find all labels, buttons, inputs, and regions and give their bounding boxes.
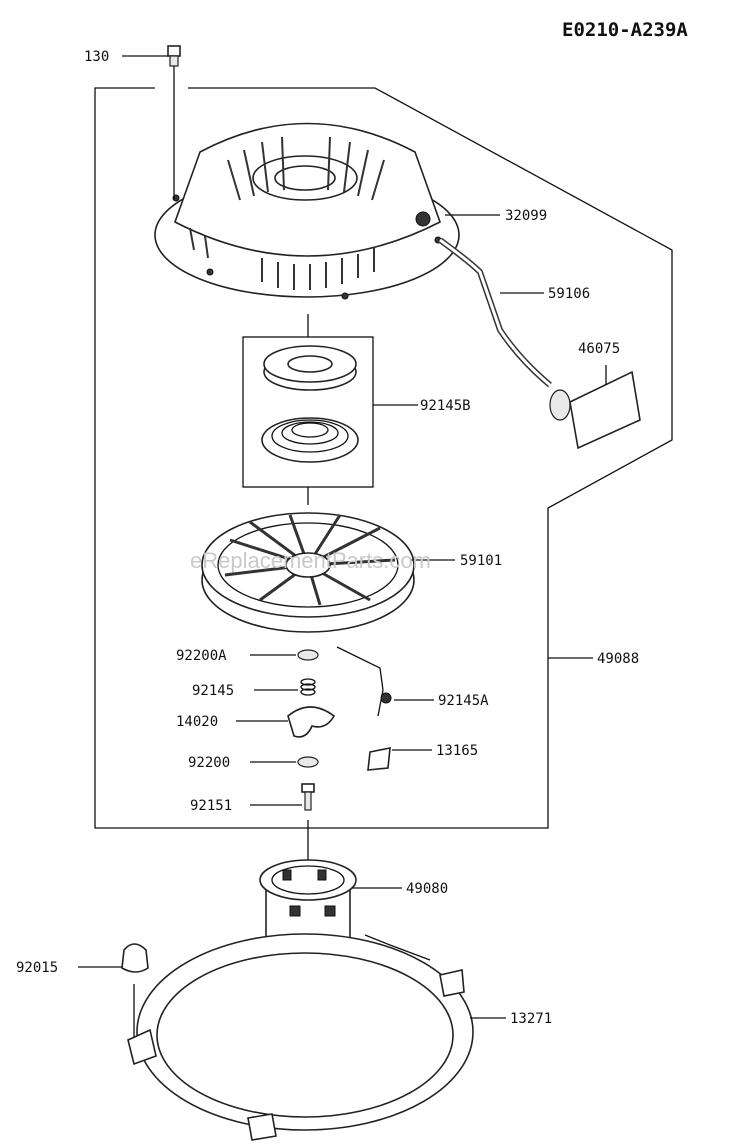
watermark: eReplacementParts.com: [190, 548, 431, 573]
label-130: 130: [84, 49, 109, 65]
nut-92015: [121, 943, 149, 1040]
plate-13165: [367, 747, 391, 771]
label-92151: 92151: [190, 798, 232, 814]
label-59101: 59101: [460, 553, 502, 569]
label-92145: 92145: [192, 683, 234, 699]
spring-92145A: [336, 646, 392, 717]
recoil-housing: [154, 122, 460, 300]
label-13271: 13271: [510, 1011, 552, 1027]
label-92015: 92015: [16, 960, 58, 976]
label-49080: 49080: [406, 881, 448, 897]
handle: [549, 370, 641, 450]
assembly-outline: [94, 87, 673, 829]
label-46075: 46075: [578, 341, 620, 357]
label-59106: 59106: [548, 286, 590, 302]
starter-ring: [127, 933, 474, 1141]
pawl-14020: [287, 706, 336, 738]
diagram-id: E0210-A239A: [562, 19, 688, 41]
leader-lines: [78, 55, 607, 1019]
reel: [201, 512, 415, 633]
label-14020: 14020: [176, 714, 218, 730]
label-32099: 32099: [505, 208, 547, 224]
spring-92145: [300, 678, 316, 696]
label-92200A: 92200A: [176, 648, 227, 664]
label-49088: 49088: [597, 651, 639, 667]
label-92200: 92200: [188, 755, 230, 771]
washer-92200A: [297, 649, 319, 661]
label-92145A: 92145A: [438, 693, 489, 709]
label-13165: 13165: [436, 743, 478, 759]
label-92145B: 92145B: [420, 398, 471, 414]
bolt-130: [167, 45, 181, 200]
spring-assembly-box: [242, 314, 374, 505]
washer-92200: [297, 756, 319, 768]
screw-92151: [301, 783, 315, 811]
